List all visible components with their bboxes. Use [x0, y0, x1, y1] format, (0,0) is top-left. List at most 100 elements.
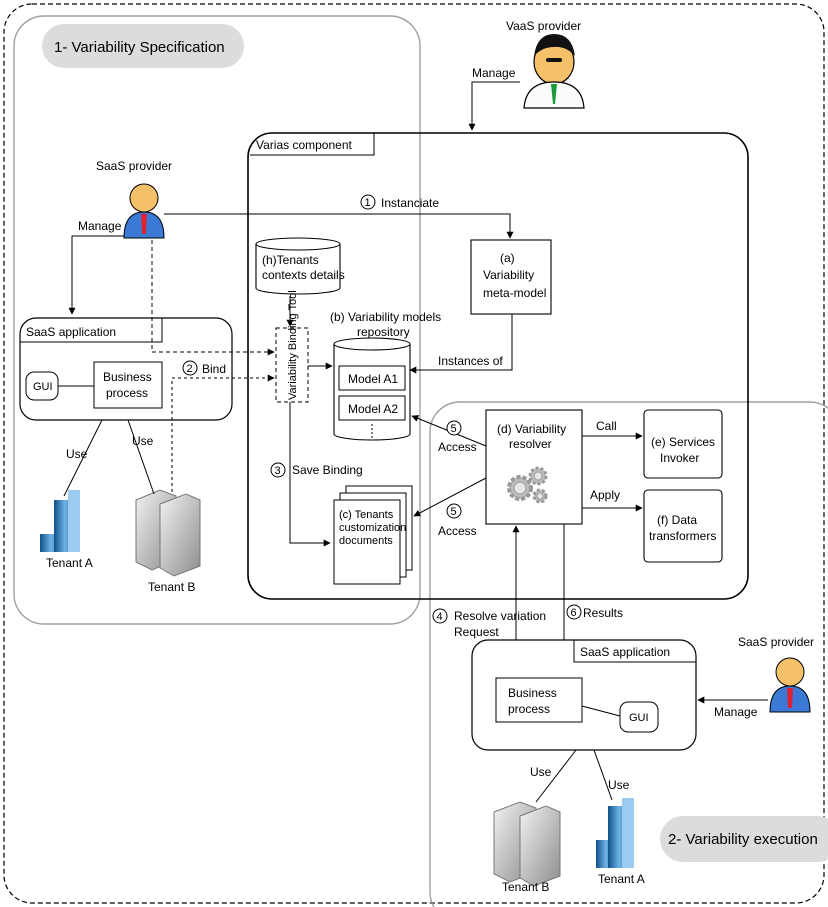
business-process-bottom-line2: process: [508, 702, 550, 716]
step-5a-marker: 5: [451, 423, 457, 435]
varias-title: Varias component: [256, 138, 352, 152]
bind-arrow: [171, 374, 275, 492]
saas-provider-top-person-icon: [123, 183, 165, 239]
access-documents-label: Access: [438, 524, 477, 538]
use-top-a-label: Use: [66, 447, 88, 461]
tenant-a-bottom-label: Tenant A: [598, 872, 645, 886]
tenant-b-top-label: Tenant B: [148, 580, 195, 594]
step-1-marker: 1: [365, 197, 371, 209]
data-transformers-line1: (f) Data: [657, 513, 697, 527]
server-icon-top-tenant-b: [135, 489, 201, 577]
saas-application-bottom-title: SaaS application: [580, 645, 670, 659]
customization-documents-stack: [333, 485, 413, 585]
varias-component: [247, 132, 749, 600]
gui-bottom-box: [619, 701, 659, 733]
server-icon-bottom-tenant-b: [493, 801, 561, 887]
apply-label: Apply: [590, 488, 620, 502]
model-a1-label: Model A1: [348, 372, 398, 386]
region-variability-execution: [429, 401, 828, 907]
results-label: Results: [583, 606, 623, 620]
repository-title-line1: (b) Variability models: [330, 310, 441, 324]
region-title-bg-spec: [42, 24, 244, 68]
resolve-line2: Request: [454, 625, 499, 639]
step-3-marker: 3: [275, 465, 281, 477]
manage-top-label: Manage: [78, 219, 122, 233]
step-2-marker: 2: [187, 363, 193, 375]
tenant-a-top-label: Tenant A: [46, 556, 93, 570]
saas-application-top-title: SaaS application: [26, 325, 116, 339]
instanciate-arrow: [164, 213, 514, 239]
resolver-line2: resolver: [509, 437, 552, 451]
provider-to-binding-dashed: [151, 240, 275, 356]
manage-bottom-label: Manage: [714, 705, 758, 719]
binding-tool-label: Variability Binding Tool: [287, 290, 299, 400]
model-a2-box: [338, 395, 406, 421]
building-icon-top-tenant-a: [40, 490, 80, 552]
variability-meta-model-box: [470, 239, 552, 315]
resolver-line1: (d) Variability: [497, 422, 566, 436]
customization-line3: documents: [339, 535, 393, 547]
saas-provider-bottom-label: SaaS provider: [738, 635, 814, 649]
save-binding-arrow: [289, 402, 331, 547]
meta-model-line1: (a): [500, 251, 515, 265]
instances-of-arrow: [409, 314, 513, 374]
vaas-provider-label: VaaS provider: [506, 19, 581, 33]
meta-model-line2: Variability: [483, 268, 534, 282]
services-invoker-box: [643, 409, 723, 479]
data-transformers-box: [643, 489, 723, 563]
use-bottom-a-label: Use: [608, 778, 630, 792]
resolve-line1: Resolve variation: [454, 609, 546, 623]
step-4-marker: 4: [437, 611, 443, 623]
saas-provider-top-label: SaaS provider: [96, 159, 172, 173]
tenant-b-bottom-label: Tenant B: [502, 880, 549, 894]
use-top-b-line: [127, 419, 155, 495]
repository-title-line2: repository: [357, 325, 410, 339]
tenants-contexts-line1: (h)Tenants: [262, 253, 319, 267]
business-process-top-line2: process: [106, 386, 148, 400]
region-title-exec: 2- Variability execution: [668, 831, 818, 848]
region-title-spec: 1- Variability Specification: [54, 39, 225, 56]
vaas-provider-person-icon: [523, 34, 585, 109]
gui-bottom-label: GUI: [629, 712, 649, 724]
step-5b-marker: 5: [451, 506, 457, 518]
services-invoker-line2: Invoker: [660, 451, 699, 465]
business-process-bottom-box: [495, 677, 583, 723]
use-top-b-label: Use: [132, 434, 154, 448]
use-top-a-line: [63, 419, 103, 497]
use-bottom-a-line: [593, 749, 613, 801]
variability-binding-tool: [275, 327, 309, 403]
customization-line2: customization: [339, 522, 406, 534]
instanciate-label: Instanciate: [381, 196, 439, 210]
save-binding-label: Save Binding: [292, 463, 363, 477]
model-a2-label: Model A2: [348, 402, 398, 416]
meta-model-line3: meta-model: [483, 286, 546, 300]
model-a1-box: [338, 365, 406, 391]
business-process-top-box: [93, 361, 163, 409]
tenants-contexts-line2: contexts details: [262, 268, 345, 282]
saas-provider-bottom-person-icon: [769, 657, 811, 713]
building-icon-bottom-tenant-a: [596, 798, 634, 868]
outer-boundary: [3, 3, 825, 904]
services-invoker-line1: (e) Services: [651, 435, 715, 449]
access-repository-label: Access: [438, 440, 477, 454]
call-label: Call: [596, 419, 617, 433]
manage-vaas-arrow: [468, 81, 520, 131]
bind-label: Bind: [202, 362, 226, 376]
use-bottom-b-label: Use: [530, 765, 552, 779]
use-bottom-b-line: [535, 749, 577, 803]
access-documents-arrow: [413, 477, 487, 517]
manage-top-arrow: [68, 235, 124, 315]
gear-icon: [507, 466, 548, 504]
variability-resolver-box: [485, 409, 583, 525]
manage-vaas-label: Manage: [472, 66, 516, 80]
business-process-top-line1: Business: [103, 370, 152, 384]
gui-top-label: GUI: [33, 381, 53, 393]
instances-of-label: Instances of: [438, 354, 503, 368]
tenants-contexts-db: [255, 237, 341, 295]
step-6-marker: 6: [571, 607, 577, 619]
region-variability-specification: [13, 15, 421, 625]
data-transformers-line2: transformers: [649, 529, 716, 543]
customization-line1: (c) Tenants: [339, 509, 394, 521]
region-title-bg-exec: [660, 816, 828, 862]
